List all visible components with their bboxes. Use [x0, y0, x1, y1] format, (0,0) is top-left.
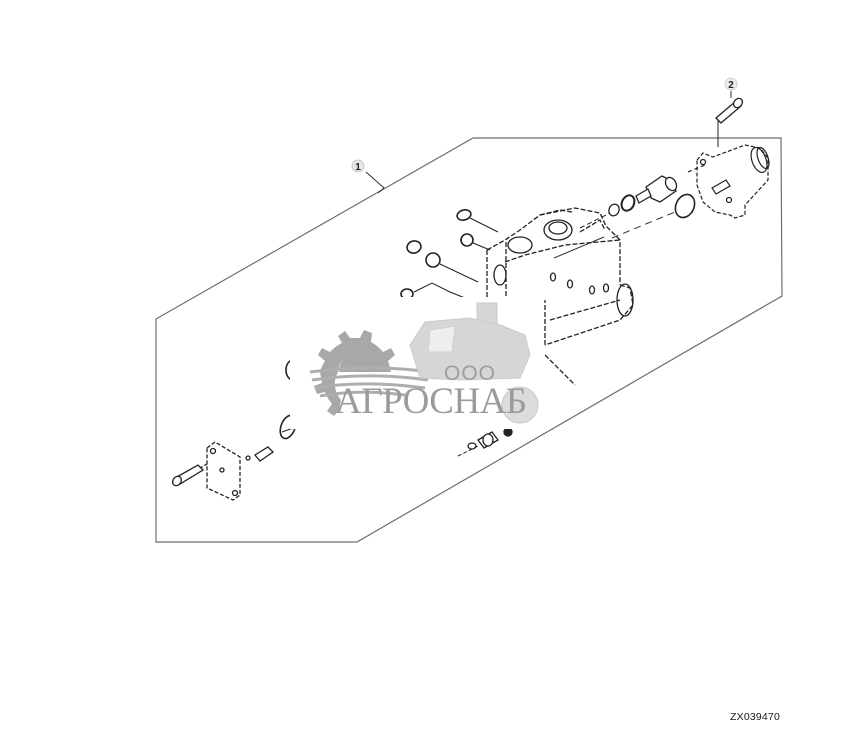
gear-icon: [314, 330, 395, 416]
svg-text:АГРОСНАБ: АГРОСНАБ: [335, 381, 527, 422]
valve-body[interactable]: [486, 207, 634, 386]
watermark-logo: ООО АГРОСНАБ: [309, 302, 539, 424]
cap-screw-part-2[interactable]: [715, 97, 744, 147]
svg-text:2: 2: [728, 80, 734, 91]
end-plate-assembly[interactable]: [171, 441, 275, 501]
callout-1[interactable]: 1: [351, 159, 385, 194]
o-ring[interactable]: [672, 191, 698, 220]
lower-fittings[interactable]: [457, 427, 513, 457]
svg-text:1: 1: [355, 162, 361, 173]
assembly-frame: [155, 137, 783, 543]
harvester-icon: [409, 302, 539, 424]
upper-seals[interactable]: [400, 208, 499, 301]
svg-text:ООО: ООО: [444, 362, 496, 385]
valve-spool[interactable]: [579, 175, 679, 229]
assembly-axes: [553, 211, 676, 259]
callout-2[interactable]: 2: [724, 77, 738, 98]
figure-id: ZX039470: [730, 711, 781, 723]
solenoid-cap[interactable]: [687, 144, 771, 219]
